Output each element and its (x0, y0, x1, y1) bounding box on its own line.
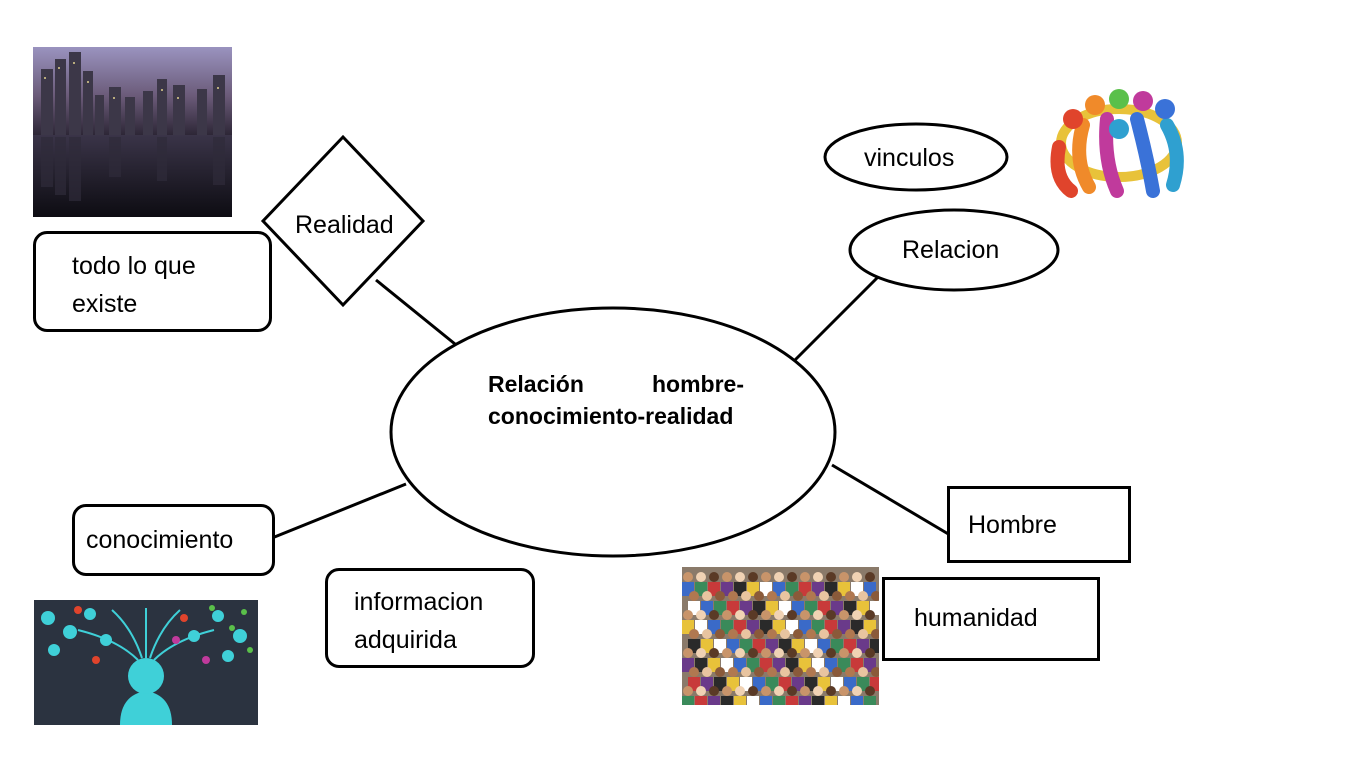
vinculos-label: vinculos (864, 144, 955, 172)
realidad-label: Realidad (295, 211, 394, 239)
connector-realidad (375, 278, 456, 346)
hombre-label: Hombre (968, 511, 1057, 539)
conocimiento-box (72, 504, 275, 576)
informacion-adquirida-label: informacion adquirida (354, 588, 484, 654)
hombre-box (947, 486, 1131, 563)
connector-relacion (791, 273, 882, 364)
central-ellipse (389, 306, 837, 558)
vinculos-ellipse (823, 122, 1009, 192)
informacion-adquirida-box (325, 568, 535, 668)
knowledge-network-illustration (34, 600, 258, 725)
people-circle-figure (1045, 85, 1193, 200)
central-label: Relación hombre-conocimiento-realidad (488, 371, 744, 429)
relacion-ellipse (848, 208, 1060, 292)
realidad-diamond (260, 134, 426, 308)
connector-hombre (831, 463, 951, 537)
conocimiento-label: conocimiento (86, 526, 234, 554)
city-skyline-night-photo (33, 47, 232, 217)
humanidad-box (882, 577, 1100, 661)
connector-conocimiento (271, 482, 407, 540)
todo-lo-que-existe-label: todo lo que existe (72, 252, 196, 318)
crowd-photo (682, 567, 879, 705)
relacion-label: Relacion (902, 236, 1000, 264)
humanidad-label: humanidad (914, 604, 1038, 632)
todo-lo-que-existe-box (33, 231, 272, 332)
